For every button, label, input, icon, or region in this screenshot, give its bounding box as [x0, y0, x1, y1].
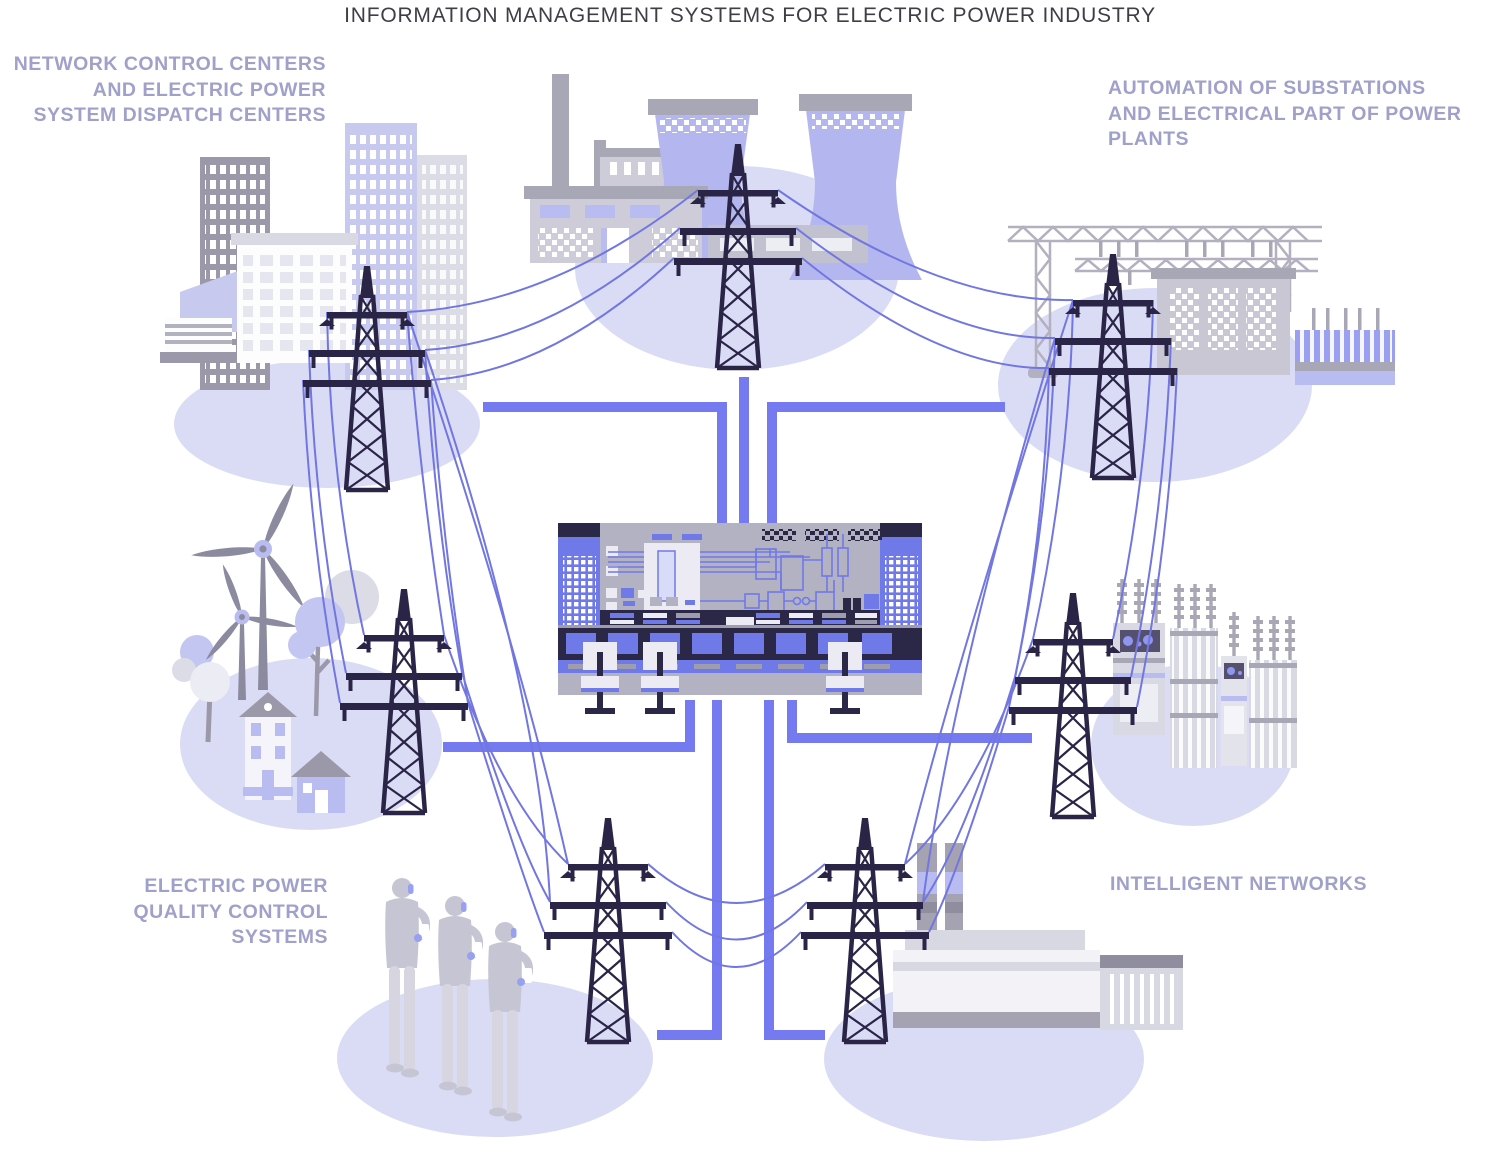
person-with-phone: [488, 922, 534, 1122]
page-title: INFORMATION MANAGEMENT SYSTEMS FOR ELECT…: [344, 4, 1156, 27]
person-with-phone: [385, 878, 431, 1078]
label-line: AND ELECTRICAL PART OF POWER: [1108, 102, 1462, 125]
substation-scene: [1007, 225, 1395, 385]
label-line: ELECTRIC POWER: [144, 875, 328, 897]
network-connector-lines: [443, 377, 1032, 1040]
label-line: NETWORK CONTROL CENTERS: [13, 53, 326, 75]
label-line: QUALITY CONTROL: [133, 900, 328, 923]
label-line: PLANTS: [1108, 128, 1189, 151]
connector-top-left: [483, 402, 727, 523]
chimney: [945, 843, 963, 947]
operator-chair: [581, 642, 619, 714]
label-line: SYSTEMS: [231, 926, 328, 949]
operator-chair: [641, 642, 679, 714]
blob-city: [174, 360, 480, 488]
label-line: AND ELECTRIC POWER: [92, 78, 326, 101]
transformers-scene: [1113, 579, 1297, 768]
connector-bottom-right: [764, 700, 825, 1040]
connector-mid-left: [443, 700, 695, 752]
control-room: [558, 523, 922, 714]
connector-mid-right: [787, 700, 1032, 743]
wind-turbine: [203, 563, 298, 700]
label-intelligent-networks: INTELLIGENT NETWORKS: [1110, 872, 1480, 898]
power-plant-scene: [524, 74, 922, 280]
connector-bottom-left: [657, 700, 722, 1040]
power-lines: [302, 189, 1178, 968]
industrial-plant-scene: [893, 843, 1183, 1030]
label-line: INTELLIGENT NETWORKS: [1110, 873, 1367, 895]
label-line: SYSTEM DISPATCH CENTERS: [33, 104, 326, 127]
connector-top-right: [767, 402, 1005, 523]
house: [239, 692, 297, 800]
label-power-quality-control: ELECTRIC POWER QUALITY CONTROL SYSTEMS: [6, 874, 328, 951]
person-with-phone: [438, 896, 484, 1096]
label-network-control-centers: NETWORK CONTROL CENTERS AND ELECTRIC POW…: [6, 52, 326, 129]
people-scene: [385, 878, 534, 1122]
label-automation-of-substations: AUTOMATION OF SUBSTATIONS AND ELECTRICAL…: [1108, 76, 1478, 153]
city-scene: [160, 123, 467, 390]
house: [291, 751, 351, 813]
operator-chair: [826, 642, 864, 714]
wind-homes-scene: [172, 482, 379, 813]
label-line: AUTOMATION OF SUBSTATIONS: [1108, 77, 1426, 99]
